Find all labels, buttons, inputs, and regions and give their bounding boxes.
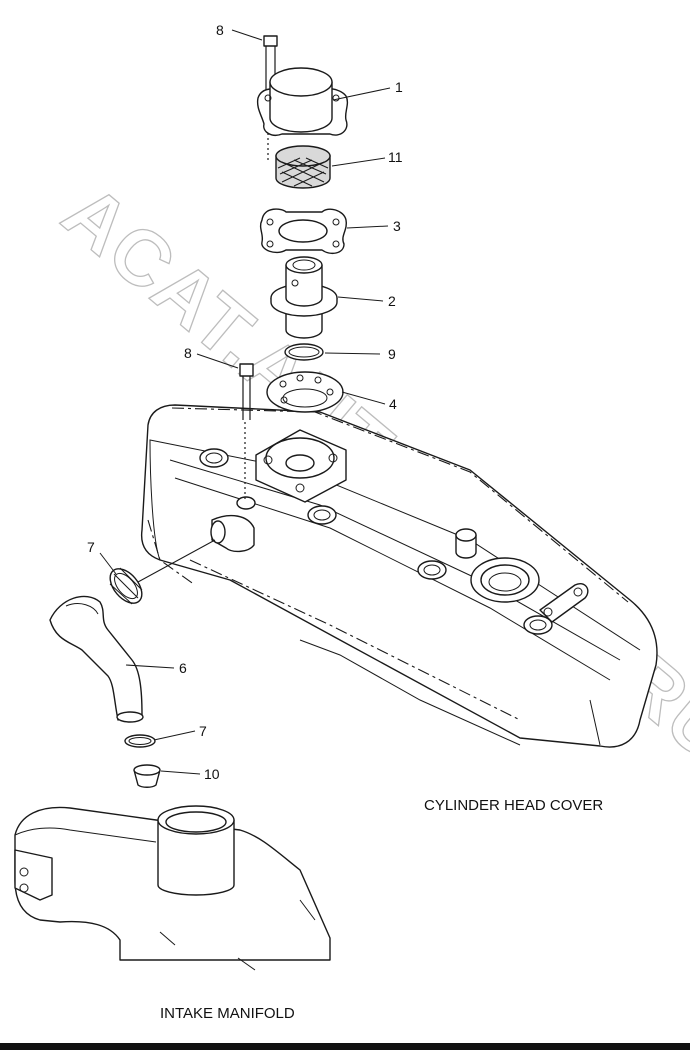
grommet <box>133 764 161 788</box>
callout-clamp-upper: 7 <box>87 539 95 555</box>
caption-intake-manifold: INTAKE MANIFOLD <box>160 1005 295 1022</box>
callout-bolt-middle: 8 <box>184 345 192 361</box>
bottom-border <box>0 1043 690 1050</box>
leader-lines <box>99 29 391 775</box>
callout-hose: 6 <box>179 660 187 676</box>
callout-bolt-top: 8 <box>216 22 224 38</box>
diaphragm-plate <box>266 371 344 413</box>
callout-gasket: 3 <box>393 218 401 234</box>
o-ring <box>284 343 324 361</box>
callout-o-ring: 9 <box>388 346 396 362</box>
clamp-lower <box>124 734 156 748</box>
callout-clamp-lower: 7 <box>199 723 207 739</box>
bolt-middle <box>239 363 254 500</box>
cylinder-head-cover <box>140 404 658 748</box>
clamp-upper <box>109 567 143 605</box>
callout-screen: 11 <box>388 149 403 165</box>
intake-manifold <box>14 805 331 971</box>
breather-cap <box>256 67 349 136</box>
callout-valve-body: 2 <box>388 293 396 309</box>
valve-body <box>270 256 338 339</box>
filter-screen <box>275 145 331 189</box>
breather-hose <box>49 595 144 723</box>
callout-cap: 1 <box>395 79 403 95</box>
gasket <box>259 208 348 255</box>
caption-cylinder-head-cover: CYLINDER HEAD COVER <box>424 797 603 814</box>
callout-plate: 4 <box>389 396 397 412</box>
callout-grommet: 10 <box>204 766 220 782</box>
